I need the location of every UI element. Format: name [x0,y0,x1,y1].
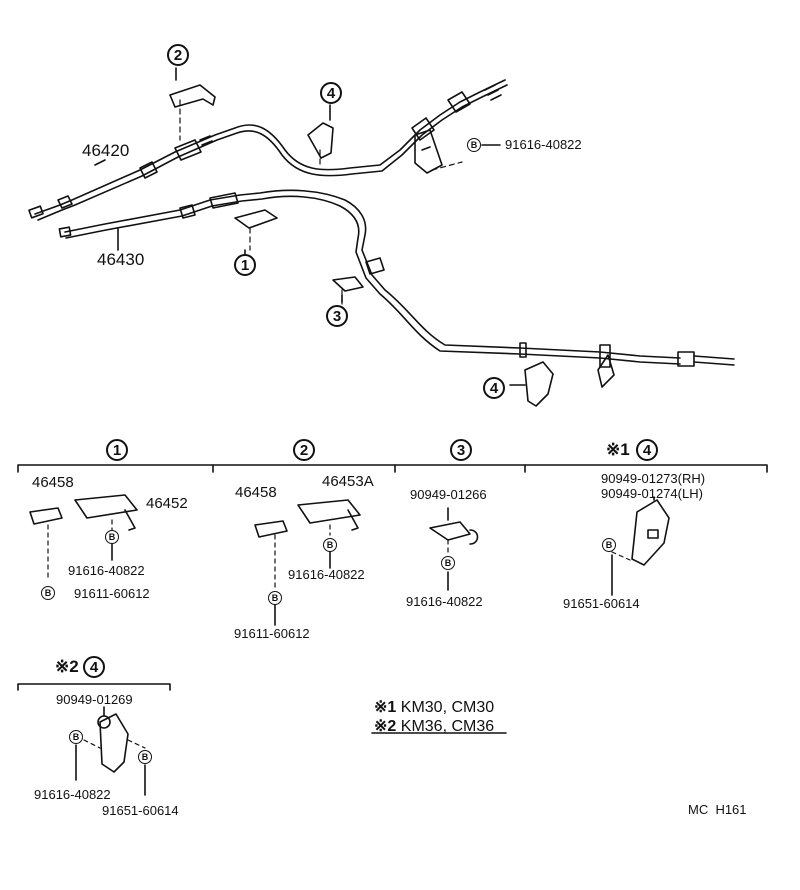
s5-part-90949-01269: 90949-01269 [56,692,133,707]
s3-part-90949-01266: 90949-01266 [410,487,487,502]
s1-part-91611-60612: 91611-60612 [74,586,150,601]
note-1-text: KM30, CM30 [400,699,495,716]
callout-4-bottom: 4 [483,377,505,399]
s2-part-91611-60612: 91611-60612 [234,626,310,641]
s4-part-90949-01273: 90949-01273(RH) [601,471,706,486]
note-1-mark: ※1 [374,699,397,716]
section-1-header: 1 [106,439,128,461]
s2-part-46453A: 46453A [322,473,374,490]
s5-b-mark-2: B [138,750,152,764]
part-46430-label: 46430 [97,250,145,269]
s4-part-91651-60614: 91651-60614 [563,596,640,611]
section-4-header: 4 [636,439,658,461]
s5-part-91616-40822: 91616-40822 [34,787,111,802]
s1-b-mark-1: B [105,530,119,544]
cable-46430 [58,189,735,368]
b-mark-top: B [467,138,481,152]
s5-part-91651-60614: 91651-60614 [102,803,179,818]
s1-b-mark-2: B [41,586,55,600]
s4-b-mark: B [602,538,616,552]
s3-b-mark: B [441,556,455,570]
part-91616-40822-top-label: 91616-40822 [505,137,582,152]
s2-b-mark-2: B [268,591,282,605]
note-2-text: KM36, CM36 [400,718,495,735]
s4-part-90949-01274: 90949-01274(LH) [601,486,703,501]
section-3-header: 3 [450,439,472,461]
s5-b-mark-1: B [69,730,83,744]
section-5-header: 4 [83,656,105,678]
cable-46420 [28,79,508,221]
callout-1-mid: 1 [234,254,256,276]
callout-2-top: 2 [167,44,189,66]
s2-part-46458: 46458 [235,484,277,501]
s3-part-91616-40822: 91616-40822 [406,594,483,609]
s1-part-46458: 46458 [32,474,74,491]
section-4-prefix: ※1 [606,440,630,459]
note-2: ※2 KM36, CM36 [374,716,494,736]
section-divider-line [17,464,768,691]
s1-part-91616-40822: 91616-40822 [68,563,145,578]
diagram-code: MC H161 [688,802,747,817]
note-1: ※1 KM30, CM30 [374,697,494,717]
callout-3-mid: 3 [326,305,348,327]
part-46420-label: 46420 [82,141,130,160]
s1-part-46452: 46452 [146,495,188,512]
s2-part-91616-40822: 91616-40822 [288,567,365,582]
section-2-header: 2 [293,439,315,461]
section-5-prefix: ※2 [55,657,79,676]
s2-b-mark-1: B [323,538,337,552]
note-2-mark: ※2 [374,718,397,735]
callout-4-top: 4 [320,82,342,104]
